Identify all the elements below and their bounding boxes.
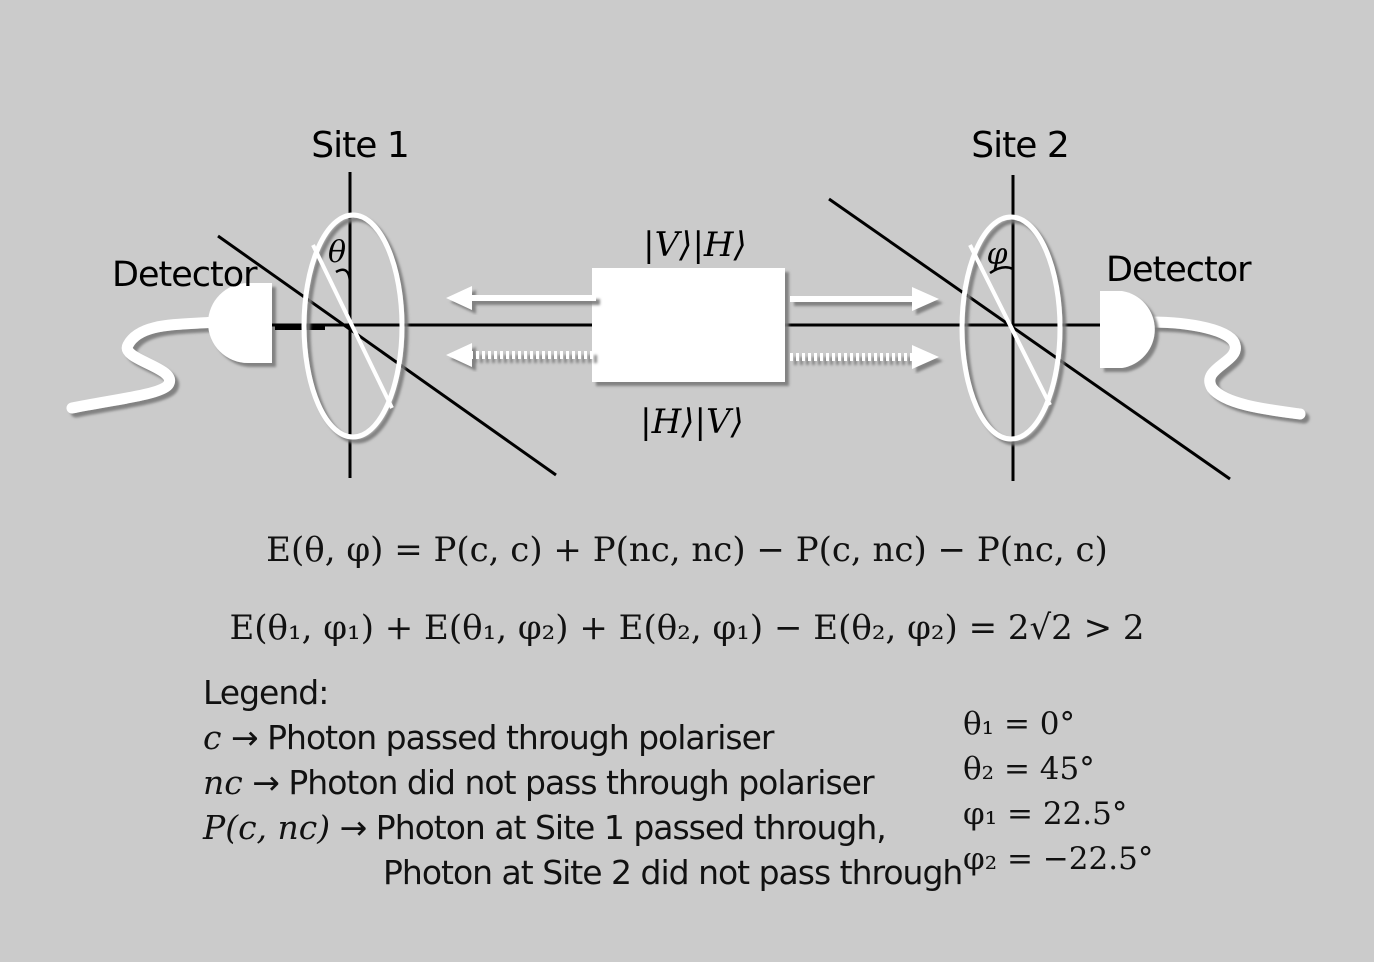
site2-polariser-axis bbox=[968, 244, 1052, 406]
arrow-right-solid bbox=[790, 287, 939, 311]
legend-title: Legend: bbox=[203, 673, 329, 712]
site1-polariser-axis bbox=[311, 244, 394, 409]
legend-symbol: P(c, nc) bbox=[203, 808, 331, 847]
site2-angle-arc bbox=[989, 265, 1014, 275]
angle-setting: θ₁ = 0° bbox=[963, 706, 1075, 742]
site1-angle-label: θ bbox=[328, 235, 346, 270]
arrow-left-solid bbox=[446, 286, 596, 310]
site1-angle-arc bbox=[335, 268, 352, 286]
right-detector-cable bbox=[1144, 316, 1306, 420]
angle-settings: θ₁ = 0° θ₂ = 45° φ₁ = 22.5° φ₂ = −22.5° bbox=[963, 702, 1153, 882]
site2-angle-label: φ bbox=[986, 237, 1007, 272]
legend-item: nc → Photon did not pass through polaris… bbox=[203, 760, 962, 805]
site2-label: Site 2 bbox=[971, 125, 1068, 166]
legend: Legend: c → Photon passed through polari… bbox=[203, 670, 963, 895]
left-detector-icon bbox=[208, 283, 272, 363]
right-detector-icon bbox=[1100, 291, 1155, 368]
site2-diagonal-line bbox=[828, 197, 1231, 481]
angle-setting: θ₂ = 45° bbox=[963, 751, 1095, 787]
arrow-right-dashed bbox=[790, 345, 939, 369]
left-detector-label: Detector bbox=[112, 255, 258, 295]
state-top-label: |V⟩|H⟩ bbox=[643, 225, 747, 265]
site1-diagonal-line bbox=[217, 234, 557, 477]
photon-source-box bbox=[592, 268, 785, 382]
legend-symbol: c bbox=[203, 718, 222, 757]
legend-item: c → Photon passed through polariser bbox=[203, 715, 962, 760]
angle-setting: φ₂ = −22.5° bbox=[963, 841, 1154, 877]
legend-text: → Photon did not pass through polariser bbox=[252, 763, 874, 802]
legend-item: P(c, nc) → Photon at Site 1 passed throu… bbox=[203, 805, 962, 850]
chsh-inequality: E(θ₁, φ₁) + E(θ₁, φ₂) + E(θ₂, φ₁) − E(θ₂… bbox=[229, 608, 1145, 648]
legend-continuation: Photon at Site 2 did not pass through bbox=[383, 853, 963, 892]
legend-text: → Photon passed through polariser bbox=[230, 718, 774, 757]
left-detector-cable bbox=[66, 316, 221, 414]
arrow-left-dashed bbox=[446, 343, 596, 367]
legend-symbol: nc bbox=[203, 763, 243, 802]
correlation-equation: E(θ, φ) = P(c, c) + P(nc, nc) − P(c, nc)… bbox=[266, 530, 1108, 570]
site1-label: Site 1 bbox=[311, 125, 408, 166]
angle-setting: φ₁ = 22.5° bbox=[963, 796, 1128, 832]
site1-polariser bbox=[301, 212, 405, 440]
right-detector-label: Detector bbox=[1106, 250, 1252, 290]
legend-text: → Photon at Site 1 passed through, bbox=[339, 808, 887, 847]
site2-polariser bbox=[959, 214, 1063, 442]
state-bottom-label: |H⟩|V⟩ bbox=[640, 402, 744, 442]
